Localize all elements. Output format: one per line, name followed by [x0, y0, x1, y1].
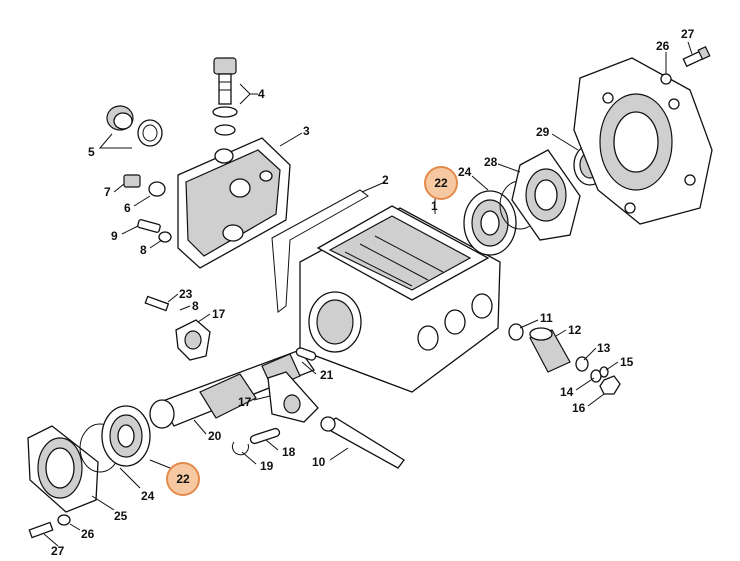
- flange-housing: [573, 57, 713, 225]
- part-13-ring: [575, 356, 589, 372]
- label-19: 19: [260, 459, 274, 473]
- label-22-lower: 22: [176, 472, 190, 486]
- label-28: 28: [484, 155, 498, 169]
- part-27-screw-top: [682, 45, 711, 68]
- part-9-screw: [137, 219, 172, 243]
- label-23: 23: [179, 287, 193, 301]
- label-27-upper: 27: [681, 27, 695, 41]
- part-21-pin: [295, 347, 317, 361]
- part-12-sleeve: [529, 327, 571, 373]
- label-24-upper: 24: [458, 165, 472, 179]
- part-28-flange: [511, 149, 581, 241]
- highlight-callout-22-lower: 22: [166, 462, 200, 496]
- label-22-upper: 22: [434, 176, 448, 190]
- label-20: 20: [208, 429, 222, 443]
- part-3-cover: [177, 137, 291, 269]
- label-3: 3: [303, 124, 310, 138]
- label-4: 4: [258, 87, 265, 101]
- part-10-plunger: [320, 416, 405, 469]
- part-15-washer: [599, 366, 609, 378]
- label-27-lower: 27: [51, 544, 65, 558]
- part-22-bearing-lower: [101, 405, 151, 467]
- highlight-callout-22-upper: 22: [424, 166, 458, 200]
- part-22-bearing-upper: [463, 190, 517, 256]
- part-1-pump-housing: [299, 205, 501, 393]
- label-21: 21: [320, 368, 334, 382]
- label-10: 10: [312, 455, 326, 469]
- label-2: 2: [382, 173, 389, 187]
- label-14: 14: [560, 385, 574, 399]
- part-7-plug: [123, 174, 166, 197]
- part-26-washer-top: [660, 73, 672, 85]
- label-24-lower: 24: [141, 489, 155, 503]
- label-16: 16: [572, 401, 586, 415]
- part-11-washer: [508, 323, 524, 341]
- label-12: 12: [568, 323, 582, 337]
- part-4-breather-valve: [212, 57, 238, 136]
- part-27-screw-lower: [28, 521, 54, 539]
- label-8-upper: 8: [140, 243, 147, 257]
- label-5: 5: [88, 145, 95, 159]
- part-16-nut: [599, 375, 621, 395]
- part-19-clip: [231, 441, 249, 456]
- label-26-upper: 26: [656, 39, 670, 53]
- leader-lines: [43, 41, 693, 547]
- label-9: 9: [111, 229, 118, 243]
- label-7: 7: [104, 185, 111, 199]
- label-13: 13: [597, 341, 611, 355]
- part-26-washer-lower: [57, 514, 71, 526]
- part-18-pin: [249, 427, 281, 445]
- label-6: 6: [124, 201, 131, 215]
- label-29: 29: [536, 125, 550, 139]
- label-8-lower: 8: [192, 299, 199, 313]
- label-25: 25: [114, 509, 128, 523]
- label-17-upper: 17: [212, 307, 226, 321]
- part-number-labels: 1 2 3 4 5 7 6 9 8 23 8 17 21 17 20 18 19…: [51, 27, 695, 558]
- part-17-connecting-rod-cap: [175, 319, 211, 361]
- part-5-plug: [106, 105, 163, 147]
- part-2-gasket: [271, 189, 369, 313]
- label-1: 1: [431, 199, 438, 213]
- part-17-connecting-rod: [267, 371, 319, 423]
- label-15: 15: [620, 355, 634, 369]
- label-26-lower: 26: [81, 527, 95, 541]
- label-11: 11: [540, 311, 553, 325]
- part-23-screw: [144, 295, 170, 312]
- part-25-flange-cover: [27, 425, 99, 513]
- label-18: 18: [282, 445, 296, 459]
- label-17-lower: 17: [238, 395, 252, 409]
